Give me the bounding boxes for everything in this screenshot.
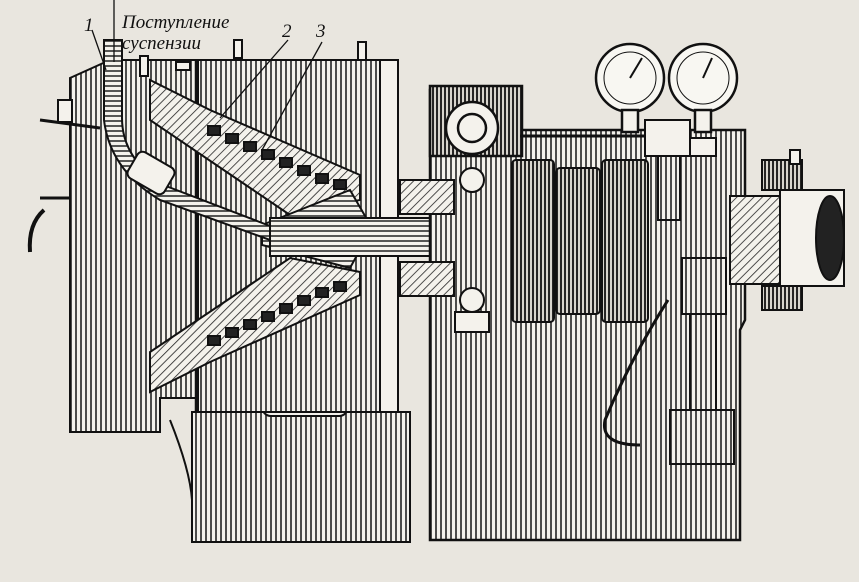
leader-lines [91,0,323,151]
gear-discs [511,159,649,323]
left-housing [27,59,198,433]
drive-pulley [729,159,845,311]
part-number-2: 2 [282,21,292,42]
sump [169,397,411,543]
feed-callout-line1: Поступление [122,12,230,33]
top-bolts [139,39,801,165]
gauge-manifold [520,119,717,157]
part-number-1: 1 [84,15,94,36]
pressure-gauge-left [594,42,666,134]
feed-callout-line2: суспензии [122,33,201,54]
pump-column [602,139,735,465]
pressure-gauge-right [667,42,739,134]
part-number-3: 3 [316,21,326,42]
bearing-left [399,167,490,333]
